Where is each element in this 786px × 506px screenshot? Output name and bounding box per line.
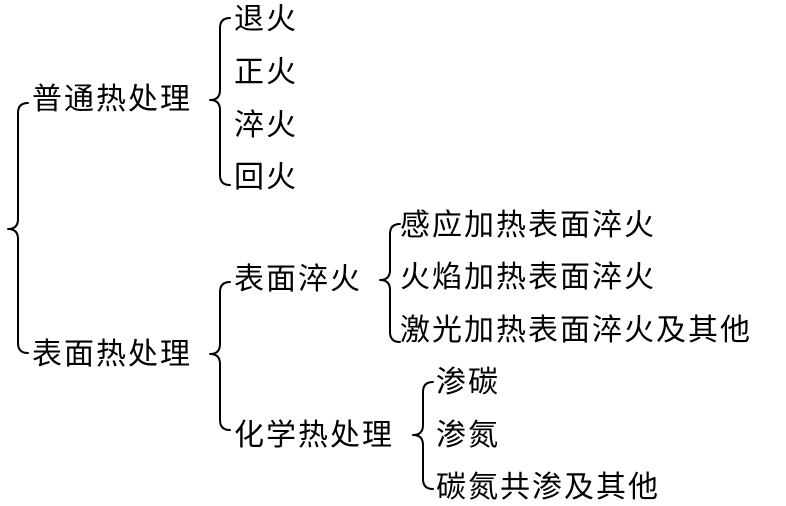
brace-surface-quench — [379, 223, 401, 343]
node-carburizing: 渗碳 — [436, 365, 500, 400]
node-ordinary-heat-treatment: 普通热处理 — [32, 82, 192, 117]
node-flame-surface-quenching: 火焰加热表面淬火 — [400, 260, 656, 295]
node-normalizing: 正火 — [234, 55, 298, 90]
node-chemical-heat-treatment: 化学热处理 — [234, 418, 394, 453]
brace-chemical — [412, 381, 434, 490]
brace-surface — [209, 281, 231, 431]
node-tempering: 回火 — [234, 160, 298, 195]
brace-ordinary — [209, 17, 231, 186]
node-annealing: 退火 — [234, 2, 298, 37]
node-laser-surface-quenching: 激光加热表面淬火及其他 — [400, 313, 752, 348]
node-induction-surface-quenching: 感应加热表面淬火 — [400, 208, 656, 243]
node-surface-heat-treatment: 表面热处理 — [32, 337, 192, 372]
node-quenching: 淬火 — [234, 108, 298, 143]
node-nitriding: 渗氮 — [436, 418, 500, 453]
node-surface-quenching: 表面淬火 — [234, 262, 362, 297]
brace-root — [7, 102, 29, 354]
node-carbonitriding: 碳氮共渗及其他 — [436, 470, 660, 505]
